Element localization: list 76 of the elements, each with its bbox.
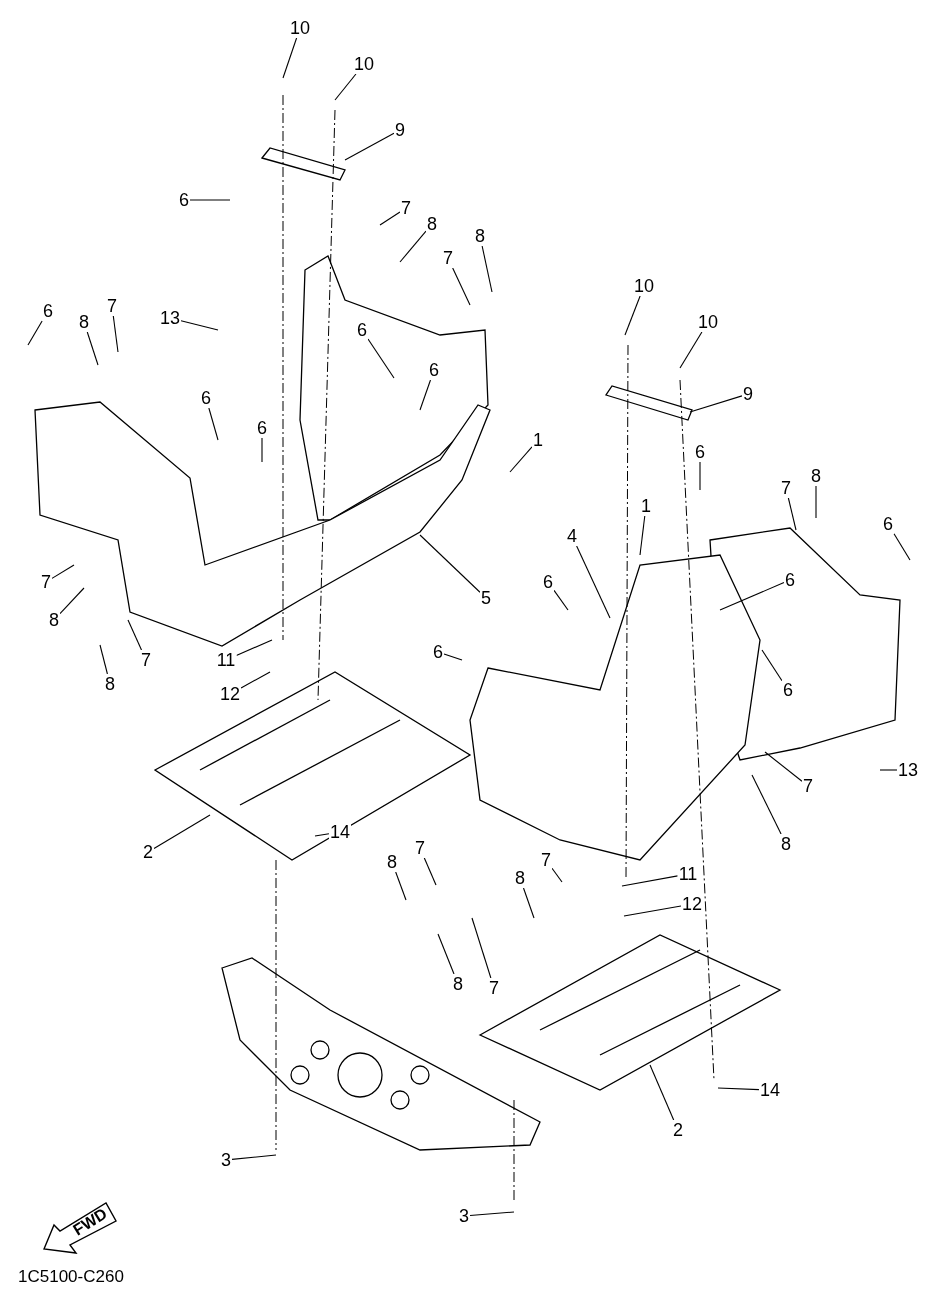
leader-line — [623, 905, 682, 917]
leader-line — [452, 267, 471, 306]
callout-number: 10 — [353, 54, 375, 74]
callout-number: 10 — [697, 312, 719, 332]
callout-number: 8 — [386, 852, 398, 872]
leader-line — [699, 461, 701, 491]
leader-line — [379, 211, 401, 226]
leader-line — [423, 857, 437, 886]
leader-line — [344, 132, 395, 161]
callout-number: 10 — [633, 276, 655, 296]
callout-number: 6 — [542, 572, 554, 592]
leader-line — [314, 833, 330, 837]
leader-line — [86, 331, 99, 366]
leader-line — [624, 295, 641, 336]
callout-number: 14 — [329, 822, 351, 842]
leader-line — [649, 1064, 675, 1121]
callout-number: 7 — [414, 838, 426, 858]
leader-line — [27, 320, 43, 346]
leader-line — [419, 534, 481, 593]
leader-line — [59, 587, 85, 615]
leader-line — [639, 515, 646, 556]
leader-line — [419, 379, 432, 411]
leader-line — [282, 37, 298, 79]
leader-line — [395, 871, 407, 901]
callout-number: 6 — [200, 388, 212, 408]
leader-line — [180, 320, 219, 331]
callout-number: 8 — [426, 214, 438, 234]
leader-line — [764, 751, 803, 782]
leader-line — [522, 887, 535, 919]
leader-line — [553, 589, 569, 611]
leader-line — [787, 497, 797, 531]
leader-line — [469, 1211, 515, 1217]
callout-number: 7 — [780, 478, 792, 498]
callout-number: 1 — [532, 430, 544, 450]
callout-number: 10 — [289, 18, 311, 38]
leader-line — [576, 545, 611, 619]
leader-line — [51, 564, 75, 579]
leader-line — [679, 331, 703, 369]
leader-line — [231, 1154, 277, 1160]
leader-line — [717, 1087, 760, 1091]
callout-number: 7 — [540, 850, 552, 870]
leader-line — [240, 671, 271, 689]
leader-line — [399, 230, 427, 263]
leader-line — [153, 814, 211, 849]
callout-number: 6 — [428, 360, 440, 380]
leader-line — [689, 395, 743, 413]
leader-line — [551, 867, 563, 883]
drawing-code: 1C5100-C260 — [18, 1267, 124, 1287]
leader-line — [751, 774, 782, 835]
callout-number: 7 — [442, 248, 454, 268]
leader-line — [879, 769, 898, 771]
leader-line — [761, 649, 783, 682]
callout-number: 6 — [882, 514, 894, 534]
callout-number: 8 — [514, 868, 526, 888]
leader-line — [334, 73, 357, 101]
callout-number: 6 — [356, 320, 368, 340]
leader-line — [127, 619, 143, 651]
leader-line — [261, 437, 263, 463]
leader-line — [189, 199, 231, 201]
leader-line — [208, 407, 219, 441]
leader-line — [112, 315, 119, 353]
leader-line — [481, 245, 493, 293]
leader-line — [719, 582, 785, 611]
leader-line — [621, 875, 679, 887]
leader-line — [509, 446, 533, 473]
leader-line — [893, 533, 911, 561]
leader-line — [367, 338, 395, 379]
leader-line — [235, 639, 273, 657]
leader-line — [437, 933, 455, 975]
leader-line — [99, 644, 108, 675]
leader-line — [815, 485, 817, 519]
callout-number: 4 — [566, 526, 578, 546]
leader-line — [471, 917, 492, 979]
fwd-text: FWD — [70, 1204, 111, 1240]
callout-number: 8 — [78, 312, 90, 332]
leader-line — [443, 653, 463, 661]
